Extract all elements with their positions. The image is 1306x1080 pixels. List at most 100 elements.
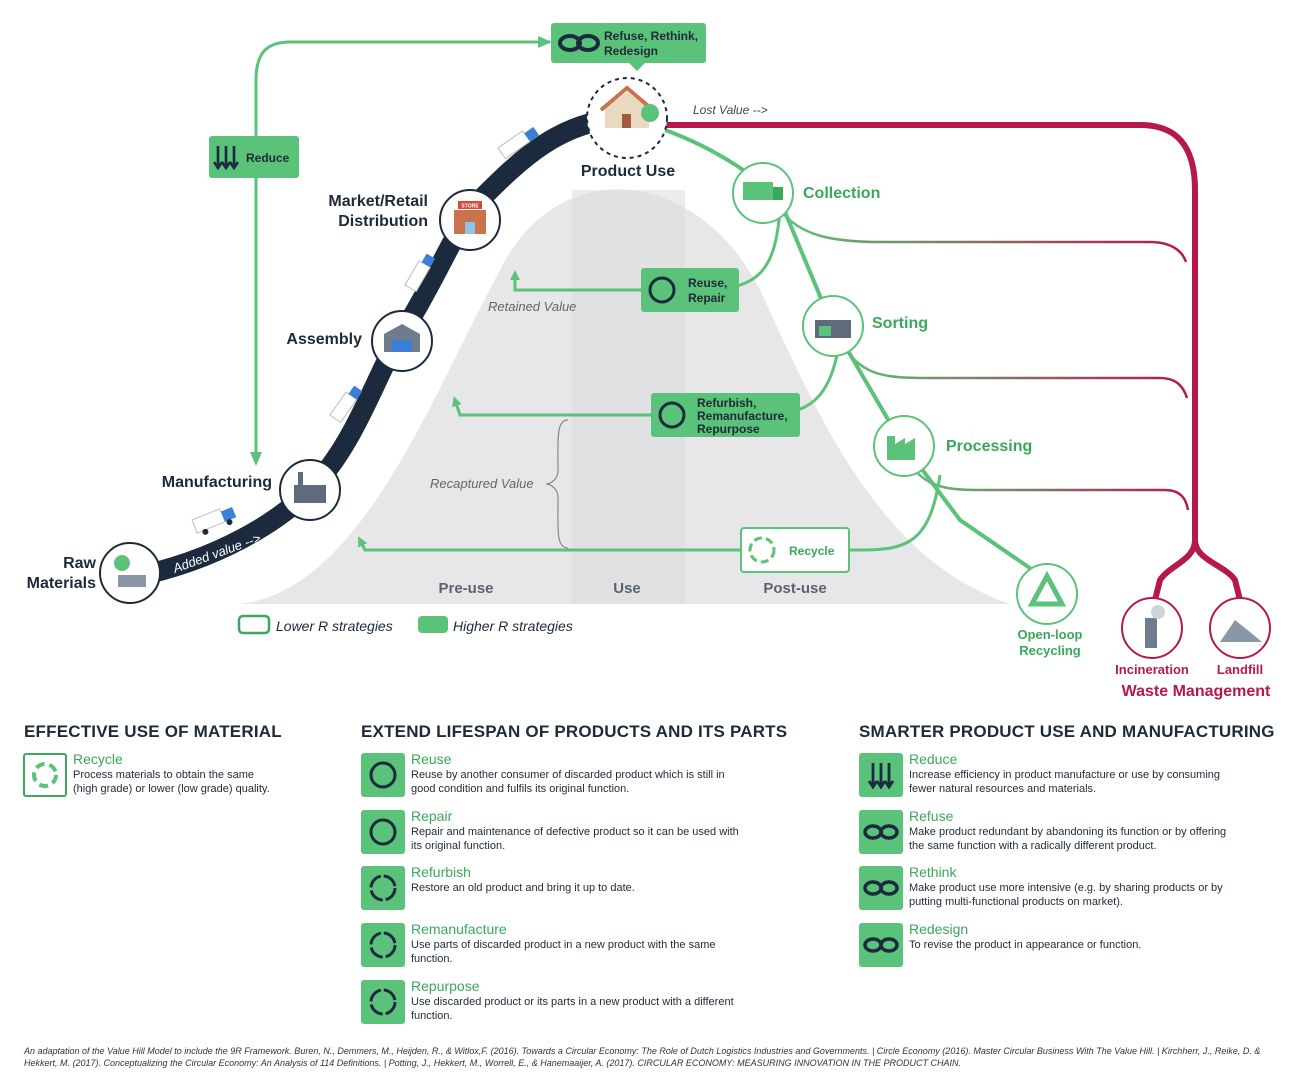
infinity-icon [558, 34, 600, 52]
value-hill-diagram: Added value --> STORE [27, 23, 1271, 700]
processing-node [873, 415, 935, 477]
open-loop-recycling-node [1016, 563, 1078, 625]
product-use-label: Product Use [581, 163, 675, 180]
legend-lower-label: Lower R strategies [276, 618, 393, 634]
item-name: Recycle [73, 751, 123, 767]
market-retail-node: STORE [439, 189, 501, 251]
infinity-icon [859, 923, 903, 967]
landfill-label: Landfill [1217, 662, 1263, 677]
lost-value-line [665, 122, 1243, 601]
item-desc: Make product redundant by abandoning its… [909, 826, 1227, 852]
cycle-icon [361, 810, 405, 854]
footnote: An adaptation of the Value Hill Model to… [24, 1046, 1261, 1068]
reuse-repair-label-2: Repair [688, 291, 726, 305]
item-desc: Make product use more intensive (e.g. by… [909, 882, 1223, 908]
post-use-label: Post-use [763, 580, 826, 597]
open-loop-label-1: Open-loop [1018, 627, 1083, 642]
truck-icon [329, 385, 363, 424]
legend: Lower R strategies Higher R strategies [237, 614, 573, 635]
use-label: Use [613, 580, 641, 597]
list-item-reuse: Reuse Reuse by another consumer of disca… [361, 751, 801, 799]
recycle-box-label: Recycle [789, 544, 835, 558]
list-item-rethink: Rethink Make product use more intensive … [859, 864, 1279, 912]
item-desc: Use parts of discarded product in a new … [411, 939, 716, 965]
list-item-remanufacture: Remanufacture Use parts of discarded pro… [361, 921, 801, 969]
cycle-icon [361, 753, 405, 797]
reduce-box: Reduce [209, 136, 299, 178]
list-item-recycle: Recycle Process materials to obtain the … [23, 751, 343, 799]
item-desc: Increase efficiency in product manufactu… [909, 769, 1221, 795]
sorting-node [802, 295, 864, 357]
refuse-rethink-redesign-box: Refuse, Rethink, Redesign [551, 23, 706, 71]
refuse-rethink-label-2: Redesign [604, 44, 658, 58]
truck-icon [404, 253, 436, 293]
item-name: Remanufacture [411, 921, 507, 937]
item-desc: To revise the product in appearance or f… [909, 939, 1142, 951]
incineration-node [1121, 597, 1183, 659]
section-title-material: EFFECTIVE USE OF MATERIAL [24, 722, 282, 741]
list-item-repair: Repair Repair and maintenance of defecti… [361, 808, 801, 856]
market-retail-label-1: Market/Retail [328, 193, 428, 210]
reduce-arrow [254, 40, 550, 460]
assembly-node [371, 310, 433, 372]
cycle-arrows-icon [361, 980, 405, 1024]
collection-label: Collection [803, 185, 880, 202]
retained-value-label: Retained Value [488, 299, 576, 314]
recycle-icon [748, 536, 776, 564]
store-sign: STORE [461, 204, 479, 210]
processing-label: Processing [946, 438, 1032, 455]
item-name: Redesign [909, 921, 969, 937]
reduce-arrows-icon [212, 146, 240, 171]
infinity-icon [859, 866, 903, 910]
item-name: Rethink [909, 864, 957, 880]
item-desc: Repair and maintenance of defective prod… [411, 826, 739, 852]
market-retail-label-2: Distribution [338, 213, 428, 230]
refurbish-group-box: Refurbish, Remanufacture, Repurpose [651, 393, 800, 437]
recycle-box: Recycle [740, 527, 850, 573]
list-item-reduce: Reduce Increase efficiency in product ma… [859, 751, 1279, 799]
reuse-repair-box: Reuse, Repair [641, 268, 739, 312]
item-desc: Process materials to obtain the same(hig… [73, 769, 270, 795]
landfill-node [1209, 597, 1271, 659]
item-name: Repair [411, 808, 453, 824]
list-item-redesign: Redesign To revise the product in appear… [859, 921, 1279, 969]
raw-materials-label-2: Materials [27, 575, 96, 592]
item-name: Refurbish [411, 864, 471, 880]
item-name: Reduce [909, 751, 958, 767]
recaptured-value-label: Recaptured Value [430, 476, 534, 491]
legend-higher-label: Higher R strategies [453, 618, 573, 634]
infinity-icon [859, 810, 903, 854]
reduce-arrows-icon [859, 753, 903, 797]
collection-node [732, 162, 794, 224]
cycle-arrows-icon [361, 866, 405, 910]
recaptured-brace [545, 419, 569, 549]
recycle-icon [23, 753, 67, 797]
refurbish-label-2: Remanufacture, [697, 409, 788, 423]
item-name: Refuse [909, 808, 954, 824]
reduce-box-label: Reduce [246, 151, 290, 165]
lost-value-label: Lost Value --> [693, 103, 768, 117]
sorting-label: Sorting [872, 315, 928, 332]
item-name: Repurpose [411, 978, 480, 994]
reuse-repair-label-1: Reuse, [688, 276, 727, 290]
product-use-node [586, 77, 668, 159]
refurbish-label-1: Refurbish, [697, 396, 756, 410]
item-name: Reuse [411, 751, 452, 767]
open-loop-label-2: Recycling [1019, 643, 1080, 658]
item-desc: Use discarded product or its parts in a … [411, 996, 734, 1022]
cycle-arrows-icon [361, 923, 405, 967]
list-item-refurbish: Refurbish Restore an old product and bri… [361, 864, 801, 912]
value-hill [240, 189, 1010, 604]
refuse-rethink-label-1: Refuse, Rethink, [604, 29, 698, 43]
raw-materials-node [99, 542, 161, 604]
refurbish-label-3: Repurpose [697, 422, 760, 436]
manufacturing-label: Manufacturing [162, 474, 272, 491]
cycle-icon [648, 276, 676, 304]
section-title-lifespan: EXTEND LIFESPAN OF PRODUCTS AND ITS PART… [361, 722, 788, 741]
manufacturing-node [279, 459, 341, 521]
raw-materials-label-1: Raw [63, 555, 96, 572]
truck-icon [497, 126, 540, 160]
truck-icon [191, 507, 237, 535]
incineration-label: Incineration [1115, 662, 1189, 677]
assembly-label: Assembly [286, 331, 362, 348]
